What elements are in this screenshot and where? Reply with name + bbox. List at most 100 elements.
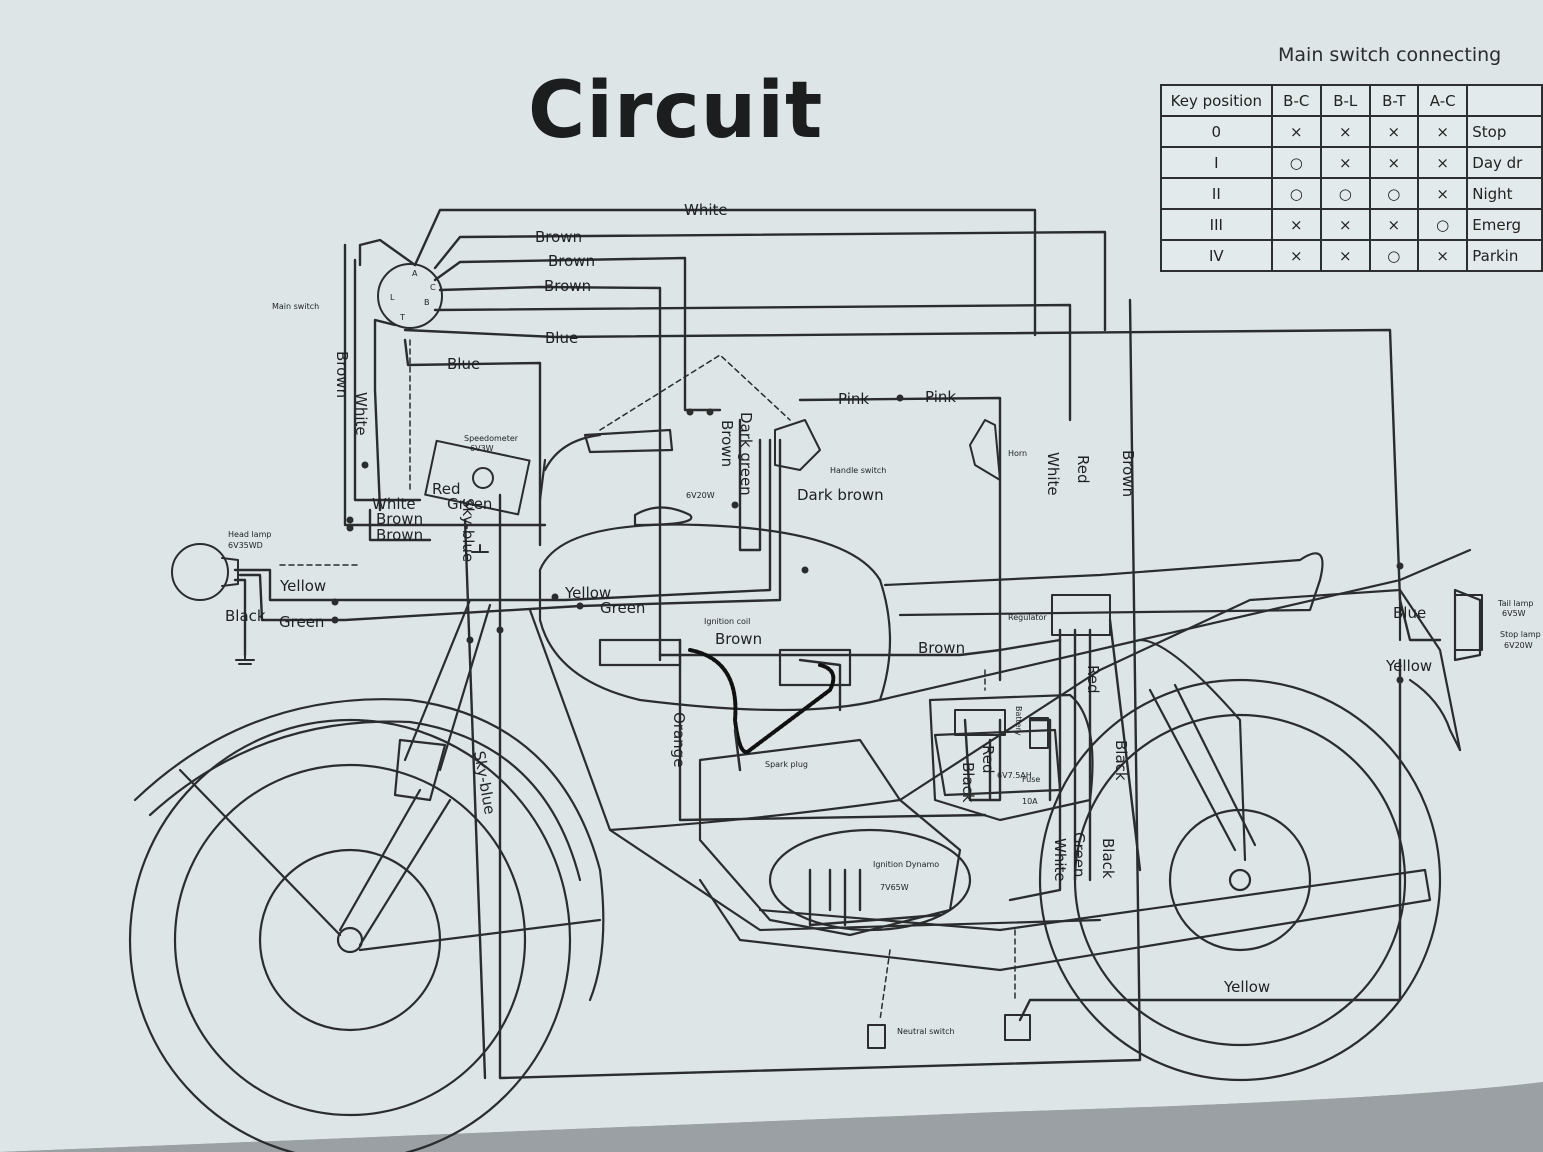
battery-rating: 6V7.5AH (997, 771, 1032, 780)
fuse-icon (1029, 717, 1049, 749)
wire-label: Green (447, 495, 492, 513)
mode-label: Parkin (1466, 239, 1543, 272)
speedometer-rating: 6V3W (470, 444, 494, 453)
key-position: 0 (1160, 115, 1273, 148)
ignition-dynamo-rating: 7V65W (880, 883, 909, 892)
wire-label: Brown (376, 526, 423, 544)
table-row: II ○ ○ ○ × Night (1160, 177, 1543, 210)
svg-text:T: T (399, 313, 405, 322)
table-header: B-T (1368, 84, 1420, 117)
main-switch-table: Key position B-C B-L B-T A-C 0 × × × × S… (1160, 84, 1543, 272)
seat (883, 552, 1324, 617)
exhaust (698, 868, 1432, 972)
table-row: 0 × × × × Stop (1160, 115, 1543, 148)
table-header: B-L (1319, 84, 1371, 117)
table-cell: ○ (1368, 239, 1420, 272)
speedometer-icon (424, 439, 531, 516)
handle-switch-icon (774, 419, 821, 471)
table-cell: × (1417, 115, 1469, 148)
table-cell: × (1368, 208, 1420, 241)
horn-icon (969, 419, 1001, 481)
components (171, 263, 1483, 1049)
neutral-switch-label: Neutral switch (897, 1027, 955, 1036)
table-cell: ○ (1368, 177, 1420, 210)
main-switch-label: Main switch (272, 302, 319, 311)
svg-text:A: A (412, 269, 418, 278)
wire-label: Black (225, 607, 266, 625)
table-header-row: Key position B-C B-L B-T A-C (1160, 84, 1543, 117)
table-header: B-C (1270, 84, 1322, 117)
neutral-lamp-rating: 6V20W (686, 491, 715, 500)
table-cell: × (1270, 115, 1322, 148)
table-row: IV × × ○ × Parkin (1160, 239, 1543, 272)
key-position: IV (1160, 239, 1273, 272)
wire-label: Brown (715, 630, 762, 648)
wire-label: Brown (548, 252, 595, 270)
wire-label: Red (1074, 455, 1092, 484)
wire-labels: White Brown Brown Brown Blue Blue Brown … (225, 201, 1432, 996)
table-cell: × (1319, 146, 1371, 179)
battery-label: Battery (1014, 706, 1023, 736)
tail-lamp-rating: 6V5W (1502, 609, 1526, 618)
wire-label: Blue (447, 355, 480, 373)
table-cell: ○ (1417, 208, 1469, 241)
head-lamp-icon (171, 543, 229, 601)
table-cell: × (1270, 208, 1322, 241)
horn-label: Horn (1008, 449, 1027, 458)
regulator-icon (1051, 594, 1111, 636)
key-position: I (1160, 146, 1273, 179)
wire-label: White (684, 201, 728, 219)
wire-label: Green (1070, 832, 1088, 877)
mode-label: Emerg (1466, 208, 1543, 241)
wiring (233, 208, 1442, 1080)
mode-label: Day dr (1466, 146, 1543, 179)
front-wheel (128, 718, 572, 1152)
ignition-coil-label: Ignition coil (704, 617, 750, 626)
wire-label: Red (432, 480, 461, 498)
table-cell: × (1417, 177, 1469, 210)
table-cell: × (1270, 239, 1322, 272)
table-cell: × (1319, 239, 1371, 272)
spark-plug-label: Spark plug (765, 760, 808, 769)
wire-label: Pink (925, 388, 956, 406)
table-cell: × (1417, 146, 1469, 179)
table-header (1466, 84, 1543, 117)
head-lamp-rating: 6V35WD (228, 541, 263, 550)
wire-label: Dark brown (797, 486, 884, 504)
wire-label: Blue (1393, 604, 1426, 622)
stop-lamp-label: Stop lamp (1500, 630, 1541, 639)
wire-label: Black (1112, 740, 1130, 781)
motorcycle-outline (128, 428, 1482, 1152)
rear-wheel (1038, 678, 1442, 1082)
svg-text:B: B (424, 298, 430, 307)
wire-label: White (372, 495, 416, 513)
front-fork (338, 598, 492, 947)
svg-text:L: L (390, 293, 395, 302)
wire-label: White (352, 392, 370, 436)
mode-label: Stop (1466, 115, 1543, 148)
wire-label: Dark green (737, 412, 755, 496)
wire-label: Orange (670, 712, 688, 767)
wire-label: White (1051, 838, 1069, 882)
wire-label: Sky-blue (459, 498, 477, 562)
wire-label: Yellow (1223, 978, 1270, 996)
table-cell: × (1368, 115, 1420, 148)
table-cell: × (1319, 115, 1371, 148)
connectors (331, 394, 1404, 684)
svg-text:C: C (430, 283, 436, 292)
rear-shock (1148, 683, 1257, 852)
wire-label: Red (979, 745, 997, 774)
stop-lamp-rating: 6V20W (1504, 641, 1533, 650)
table-row: I ○ × × × Day dr (1160, 146, 1543, 179)
wire-label: Yellow (279, 577, 326, 595)
page-title: Circuit (528, 66, 824, 156)
ignition-dynamo-label: Ignition Dynamo (873, 860, 939, 869)
table-caption: Main switch connecting (1278, 44, 1502, 66)
wire-label: Yellow (1385, 657, 1432, 675)
wire-label: Green (279, 613, 324, 631)
neutral-switch-icon (867, 1024, 886, 1049)
wire-label: Brown (718, 420, 736, 467)
